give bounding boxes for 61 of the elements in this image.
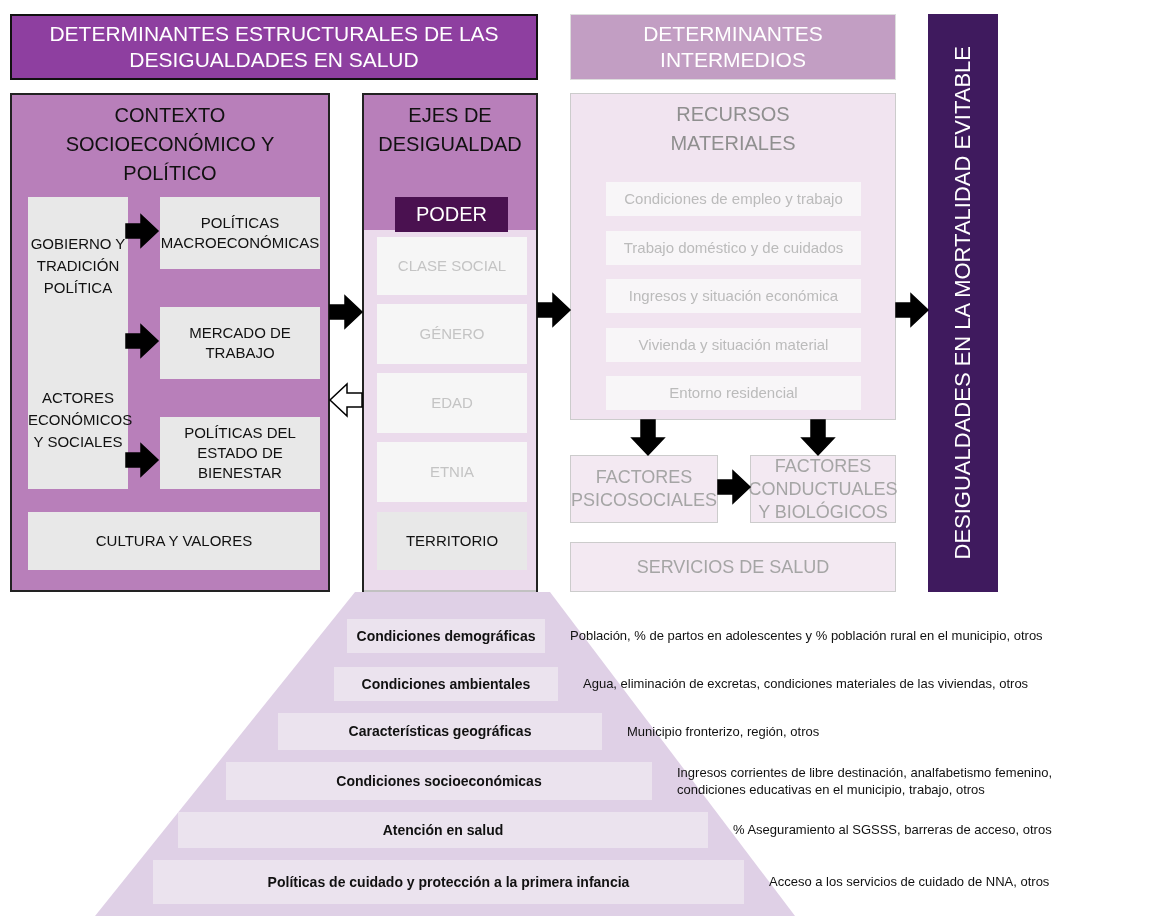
header-banner (570, 14, 896, 80)
block-arrow (630, 419, 666, 457)
factor-box (160, 417, 320, 489)
group-title: EJES DE DESIGUALDAD (377, 103, 523, 157)
box-label: POLÍTICAS DEL ESTADO DE BIENESTAR (183, 423, 297, 483)
box-label: Políticas de cuidado y protección a la primera infancia (266, 872, 631, 892)
group-panel (10, 93, 330, 592)
block-arrow (537, 292, 572, 328)
block-arrow (125, 442, 160, 478)
description-text: Municipio fronterizo, región, otros (627, 723, 821, 740)
box-label: GOBIERNO Y TRADICIÓN POLÍTICA (29, 234, 127, 298)
box-label: SERVICIOS DE SALUD (635, 555, 831, 579)
block-arrow (717, 469, 752, 505)
box-label: Ingresos y situación económica (627, 286, 840, 306)
box-label: FACTORES PSICOSOCIALES (570, 466, 719, 512)
factor-box (28, 512, 320, 570)
heading-text: DESIGUALDADES EN LA MORTALIDAD EVITABLE (950, 46, 976, 560)
factor-box (160, 197, 320, 269)
block-arrow (125, 323, 160, 359)
group-panel (570, 93, 896, 420)
factor-box (160, 307, 320, 379)
level-box (178, 812, 708, 848)
box-label: Características geográficas (347, 722, 533, 741)
box-label: POLÍTICAS MACROECONÓMICAS (159, 213, 321, 253)
box-label: Condiciones ambientales (360, 674, 532, 694)
description-text: % Aseguramiento al SGSSS, barreras de acceso, otros (733, 821, 1053, 838)
block-arrow (125, 213, 160, 249)
heading-text: DETERMINANTES INTERMEDIOS (642, 21, 824, 73)
description-text: Población, % de partos en adolescentes y % población rural en el municipio, otros (570, 627, 1044, 644)
axis-box (377, 304, 527, 364)
outcome-banner (928, 14, 998, 592)
description-text: Agua, eliminación de excretas, condiciones materiales de las viviendas, otros (583, 675, 1030, 692)
axis-box (377, 237, 527, 295)
header-banner (10, 14, 538, 80)
group-title: CONTEXTO SOCIOECONÓMICO Y POLÍTICO (64, 103, 276, 186)
box-label: Condiciones socioeconómicas (335, 771, 543, 791)
box-label: MERCADO DE TRABAJO (188, 323, 292, 363)
box-label: Condiciones demográficas (355, 626, 537, 646)
group-title: RECURSOS MATERIALES (669, 102, 797, 156)
box-label: Entorno residencial (668, 383, 799, 403)
box-label: FACTORES CONDUCTUALES Y BIOLÓGICOS (747, 454, 899, 524)
block-arrow (329, 294, 364, 330)
box-label: TERRITORIO (404, 531, 500, 551)
box-label: PODER (414, 202, 489, 227)
factor-box (570, 455, 718, 523)
box-label: CULTURA Y VALORES (94, 531, 254, 551)
block-arrow (800, 419, 836, 457)
description-text: Acceso a los servicios de cuidado de NNA, otros (769, 873, 1051, 890)
box-label: Atención en salud (381, 820, 505, 840)
block-arrow (895, 292, 930, 328)
box-label: Trabajo doméstico y de cuidados (622, 238, 845, 258)
axis-heading (395, 197, 508, 232)
axis-box (377, 373, 527, 433)
heading-text: DETERMINANTES ESTRUCTURALES DE LAS DESIGUALDADES EN SALUD (48, 21, 500, 73)
description-text: Ingresos corrientes de libre destinación, analfabetismo femenino, condiciones educativas en el municipio, trabajo, otros (677, 764, 1054, 798)
block-arrow (328, 382, 363, 418)
box-label: Condiciones de empleo y trabajo (623, 189, 844, 209)
axis-box (377, 442, 527, 502)
box-label: Vivienda y situación material (637, 335, 830, 355)
factor-box (570, 542, 896, 592)
group-panel (362, 93, 538, 592)
